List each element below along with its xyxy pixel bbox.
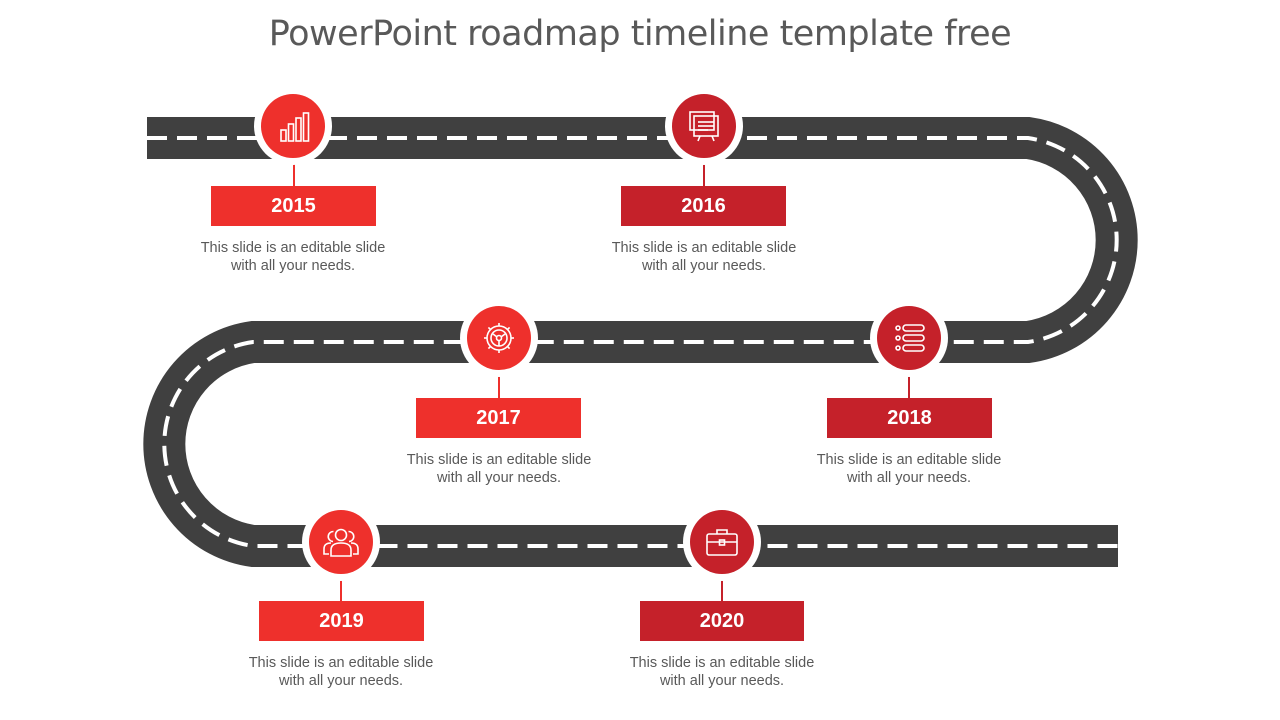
milestone-description: This slide is an editable slide with all… bbox=[611, 240, 797, 274]
milestone-connector bbox=[721, 576, 723, 601]
year-label: 2016 bbox=[621, 186, 786, 226]
milestone-connector bbox=[340, 576, 342, 601]
year-label: 2020 bbox=[640, 601, 804, 641]
milestone-icon-circle bbox=[309, 510, 373, 574]
steering-gear-icon bbox=[484, 323, 514, 353]
milestone-connector bbox=[908, 372, 910, 398]
briefcase-icon bbox=[706, 529, 738, 556]
milestone-description: This slide is an editable slide with all… bbox=[629, 655, 815, 689]
page-title: PowerPoint roadmap timeline template fre… bbox=[268, 14, 1012, 54]
milestone-icon-circle bbox=[672, 94, 736, 158]
presentation-board-icon bbox=[689, 111, 719, 142]
milestone-connector bbox=[498, 372, 500, 398]
year-label: 2018 bbox=[827, 398, 992, 438]
milestone-icon-circle bbox=[467, 306, 531, 370]
list-icon bbox=[895, 324, 925, 352]
year-label: 2017 bbox=[416, 398, 581, 438]
milestone-description: This slide is an editable slide with all… bbox=[816, 452, 1002, 486]
users-group-icon bbox=[323, 528, 359, 557]
milestone-icon-circle bbox=[877, 306, 941, 370]
milestone-icon-circle bbox=[261, 94, 325, 158]
bar-chart-icon bbox=[280, 112, 310, 142]
year-label: 2015 bbox=[211, 186, 376, 226]
milestone-description: This slide is an editable slide with all… bbox=[248, 655, 434, 689]
milestone-connector bbox=[703, 160, 705, 186]
milestone-description: This slide is an editable slide with all… bbox=[200, 240, 386, 274]
milestone-description: This slide is an editable slide with all… bbox=[406, 452, 592, 486]
milestone-icon-circle bbox=[690, 510, 754, 574]
year-label: 2019 bbox=[259, 601, 424, 641]
milestone-connector bbox=[293, 160, 295, 186]
